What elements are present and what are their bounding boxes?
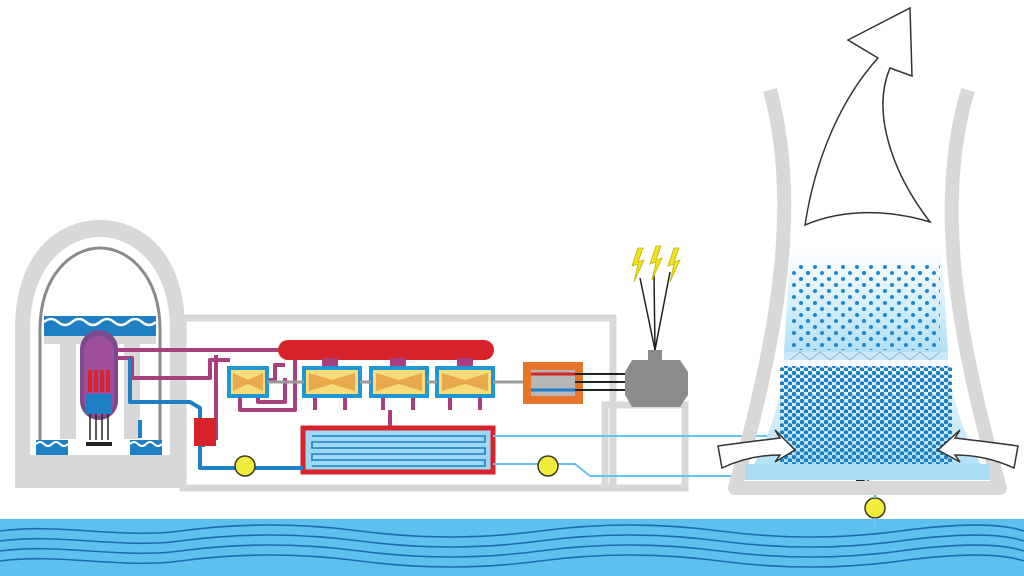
transformer: [523, 362, 583, 404]
power-lines: [639, 271, 671, 351]
pump-icon: [864, 497, 886, 519]
arrow-right-icon: [717, 429, 797, 470]
arrow-up-icon: [804, 6, 933, 227]
bolt-icon: [667, 247, 681, 283]
arrow-left-icon: [936, 429, 1019, 470]
pumps: [234, 455, 886, 519]
condenser: [300, 425, 496, 475]
lightning-bolts: [631, 245, 681, 283]
bolt-icon: [631, 247, 645, 283]
feedwater-heater: [194, 418, 216, 446]
exhaust-plume: [804, 6, 933, 227]
turbine-hp: [227, 366, 269, 398]
air-intake-arrows: [717, 429, 1019, 470]
reactor-vessel: [80, 330, 118, 446]
turbine-lp-1: [302, 366, 362, 398]
turbine-lp-3: [435, 366, 495, 398]
reactor-sump-left: [35, 440, 69, 455]
turbine-lp-2: [369, 366, 429, 398]
pump-icon: [234, 455, 256, 477]
river: [0, 519, 1024, 576]
generator: [625, 350, 688, 407]
cooling-tower: [728, 87, 1007, 495]
cooling-water-pipes: [493, 435, 770, 477]
steam-header: [278, 340, 494, 368]
reactor-sump-right: [129, 440, 163, 455]
pump-icon: [537, 455, 559, 477]
bolt-icon: [649, 245, 663, 281]
transformer-wires: [575, 373, 628, 391]
